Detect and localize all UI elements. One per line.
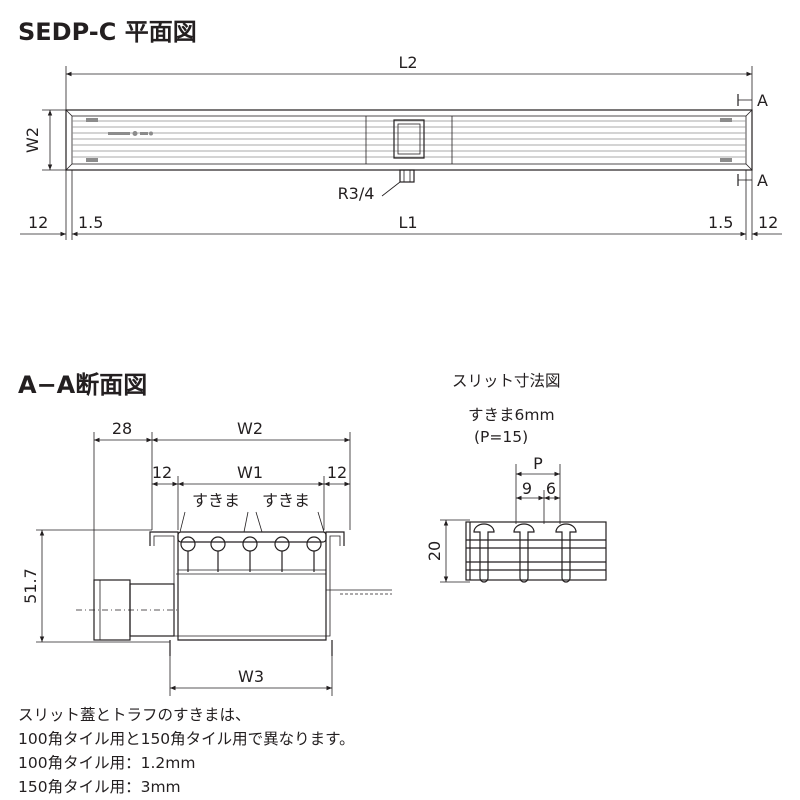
slit-dim-9: 9 [522,479,532,498]
notes: スリット蓋とトラフのすきまは、 100角タイル用と150角タイル用で異なります。… [18,706,355,796]
plan-screw-4 [720,158,732,162]
slit-bar-3 [555,523,577,583]
section-bar-1 [180,536,196,572]
slit-dim-6: 6 [546,479,556,498]
slit-gap-label: すきま6mm [468,406,555,424]
plan-slits [72,120,746,158]
section-title: A−A断面図 [18,371,147,399]
plan-dim-w2-label: W2 [23,127,42,153]
plan-dim-w2: W2 [23,109,66,171]
slit-bars [465,521,607,583]
section-bar-5 [306,536,322,572]
section-gap-right: すきま [262,491,310,510]
plan-view: SEDP-C 平面図 L2 W2 [18,18,782,240]
slit-bar-2 [513,523,535,583]
slit-dim-20-group: 20 [425,519,470,583]
note-line-2: 100角タイル用と150角タイル用で異なります。 [18,730,355,748]
section-dim-height: 51.7 [21,529,170,643]
plan-outlet-label: R3/4 [338,184,375,203]
plan-screw-1 [86,118,98,122]
note-line-4: 150角タイル用：3mm [18,778,181,796]
section-dim-28: 28 [112,419,132,438]
note-line-1: スリット蓋とトラフのすきまは、 [18,706,251,724]
section-dim-w1-label: W1 [237,463,263,482]
section-dim-w1: 12 W1 12 [152,463,350,530]
plan-dim-left-12: 12 [28,213,48,232]
slit-pitch-label: (P=15) [474,428,528,446]
slit-dims: P 9 6 [515,454,561,524]
section-outlet-pipe [76,579,180,641]
section-view: A−A断面図 28 W2 12 W1 12 すきま すきま [18,371,392,696]
plan-dim-right-12: 12 [758,213,778,232]
section-trough-body [149,531,345,656]
section-bar-3 [242,536,258,572]
plan-cover-frame [71,115,747,165]
slit-bar-1 [473,523,495,583]
plan-trough-outline [65,109,753,171]
slit-dim-20: 20 [425,541,444,561]
slit-view: スリット寸法図 すきま6mm (P=15) P 9 6 20 [425,372,607,583]
plan-section-mark-top: A [757,91,768,110]
plan-screw-2 [86,158,98,162]
slit-dim-p: P [533,454,543,473]
plan-dim-l2: L2 [65,53,753,110]
plan-screw-3 [720,118,732,122]
note-line-3: 100角タイル用：1.2mm [18,754,195,772]
section-gap-left: すきま [192,491,240,510]
section-bar-4 [274,536,290,572]
plan-title: SEDP-C 平面図 [18,18,197,46]
section-dim-height-label: 51.7 [21,568,40,604]
plan-dim-left-1-5: 1.5 [78,213,103,232]
plan-dim-l2-label: L2 [398,53,417,72]
plan-section-mark-bottom: A [757,171,768,190]
slit-title: スリット寸法図 [452,372,561,390]
plan-dim-bottom: 12 1.5 L1 1.5 12 [20,170,782,240]
plan-outlet: R3/4 [338,119,425,203]
plan-dim-l1: L1 [398,213,417,232]
plan-logo-mark [108,131,153,136]
section-bar-2 [210,536,226,572]
section-dim-top: 28 W2 [93,419,351,580]
plan-section-markers: A A [737,91,768,190]
section-gap-labels: すきま すきま [179,491,325,533]
section-dim-w2: W2 [237,419,263,438]
section-cover-bars [177,531,327,572]
section-dim-left-12: 12 [152,463,172,482]
section-dim-w3: W3 [169,656,333,696]
section-dim-w3-label: W3 [238,667,264,686]
plan-dim-right-1-5: 1.5 [708,213,733,232]
section-dim-right-12: 12 [327,463,347,482]
